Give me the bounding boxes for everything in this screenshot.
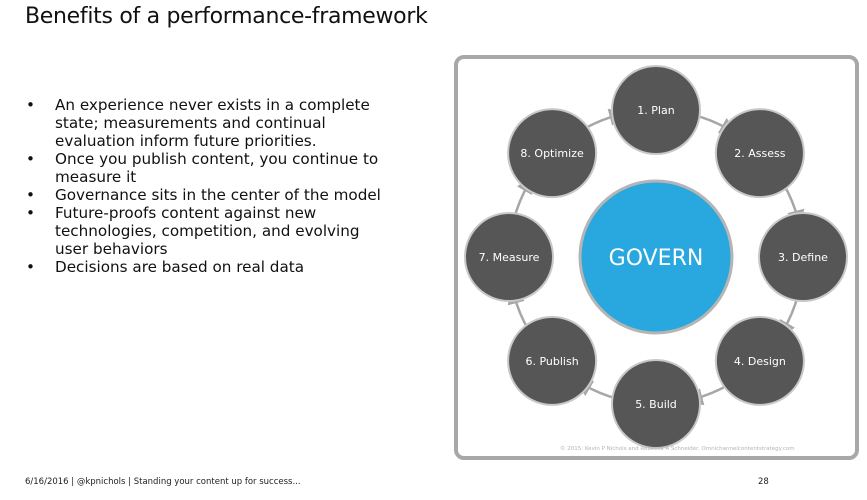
step-node: 6. Publish (507, 315, 598, 406)
step-label: 8. Optimize (520, 147, 584, 160)
bullet-item: An experience never exists in a complete… (26, 96, 386, 150)
copyright-note: © 2015: Kevin P Nichols and Rebecca A Sc… (560, 446, 795, 452)
bullet-list: An experience never exists in a complete… (26, 96, 386, 276)
slide-title: Benefits of a performance-framework (25, 4, 428, 29)
step-circle (464, 212, 554, 302)
govern-center-circle (578, 179, 734, 335)
step-circle (714, 315, 805, 406)
step-circle (507, 315, 598, 406)
bullet-item: Decisions are based on real data (26, 258, 386, 276)
step-circle (611, 359, 701, 449)
step-label: 3. Define (778, 251, 828, 264)
bullet-item: Future-proofs content against new techno… (26, 204, 386, 258)
govern-center-label: GOVERN (609, 246, 704, 271)
step-label: 7. Measure (479, 251, 540, 264)
step-node: 8. Optimize (507, 108, 598, 199)
step-node: 2. Assess (714, 108, 805, 199)
step-circle (507, 108, 598, 199)
step-node: 5. Build (611, 359, 701, 449)
step-label: 6. Publish (525, 355, 578, 368)
step-label: 2. Assess (734, 147, 785, 160)
step-label: 1. Plan (637, 104, 674, 117)
step-node: 1. Plan (611, 65, 701, 155)
bullet-item: Once you publish content, you continue t… (26, 150, 386, 186)
step-node: 3. Define (758, 212, 848, 302)
slide-number: 28 (758, 477, 769, 487)
step-circle (714, 108, 805, 199)
step-label: 5. Build (635, 398, 677, 411)
cycle-steps: 1. Plan 2. Assess 3. Define 4. Design 5. Bui… (464, 65, 848, 449)
step-circle (611, 65, 701, 155)
step-circle (758, 212, 848, 302)
step-node: 4. Design (714, 315, 805, 406)
step-node: 7. Measure (464, 212, 554, 302)
bullet-item: Governance sits in the center of the mod… (26, 186, 386, 204)
step-label: 4. Design (734, 355, 786, 368)
slide-footer: 6/16/2016 | @kpnichols | Standing your c… (25, 477, 301, 487)
